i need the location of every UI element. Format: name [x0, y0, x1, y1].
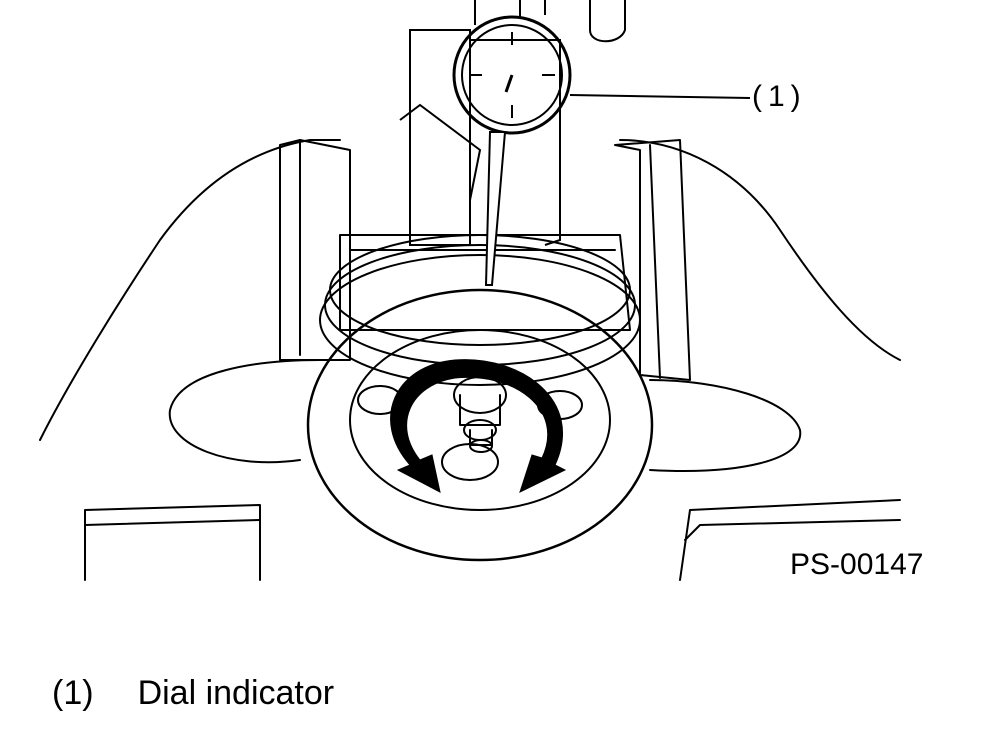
power-steering-pump-illustration: [39, 0, 901, 581]
pump-body: [339, 234, 631, 331]
right-bracket: [614, 139, 691, 381]
legend-text: Dial indicator: [137, 674, 335, 712]
figure-code: PS-00147: [790, 548, 924, 581]
legend: (1) Dial indicator: [52, 674, 334, 713]
left-lobe: [168, 359, 321, 464]
pulley-groove-2: [324, 244, 636, 366]
housing-outline-right: [619, 139, 901, 361]
pulley-groove-3: [319, 254, 641, 386]
rotation-arrows: [390, 359, 567, 493]
crankshaft-pulley-face: [306, 288, 654, 562]
pulley-inner-ring: [349, 329, 611, 511]
lower-left-block: [84, 504, 261, 581]
shaft-nut: [453, 376, 507, 414]
legend-number: (1): [52, 674, 94, 712]
right-lobe: [649, 379, 802, 472]
dial-indicator-icon: [399, 0, 751, 286]
callout-label: (1): [752, 80, 807, 113]
rotation-arrow-left-icon: [390, 359, 456, 493]
housing-outline-left: [39, 139, 341, 441]
lower-right-block: [679, 499, 901, 581]
rotation-arrow-right-icon: [454, 359, 567, 493]
